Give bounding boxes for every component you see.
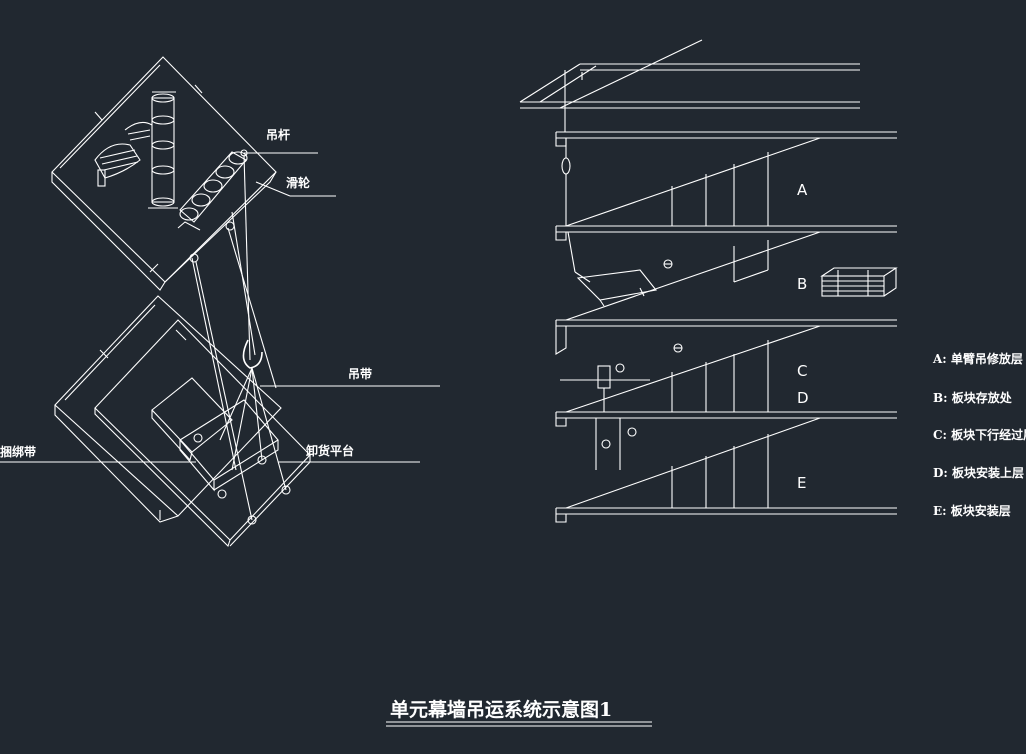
label-sling: 吊带 — [348, 366, 372, 381]
cargo-panel — [151, 377, 291, 525]
legend-item-d: D: 板块安装上层 — [933, 465, 1024, 480]
stacked-panels-icon — [820, 267, 898, 297]
legend-item-e: E: 板块安装层 — [933, 503, 1011, 518]
legend-item-c: C: 板块下行经过层面 — [933, 427, 1026, 442]
label-unloading-platform: 卸货平台 — [306, 443, 354, 458]
label-boom: 吊杆 — [266, 127, 290, 142]
page-title: 单元幕墙吊运系统示意图1 — [390, 698, 612, 721]
panel-passing-c — [560, 343, 683, 470]
roof-slab — [51, 56, 277, 291]
hook-icon — [219, 339, 287, 491]
hoist-cables — [189, 154, 277, 521]
winch-drum-group — [94, 91, 178, 209]
floor-label-d: D — [797, 389, 809, 407]
floor-label-b: B — [797, 275, 807, 293]
hoist-chain — [561, 138, 576, 273]
label-binding-strap: 捆绑带 — [0, 444, 36, 459]
right-building-section: A B C D E — [519, 39, 898, 523]
legend-item-b: B: 板块存放处 — [933, 390, 1013, 405]
floor-label-c: C — [797, 362, 807, 380]
unloading-platform — [94, 319, 311, 548]
floor-label-a: A — [797, 181, 808, 199]
drawing-title: 单元幕墙吊运系统示意图1 — [386, 698, 652, 727]
lower-floor-slab — [54, 295, 282, 523]
label-pulley: 滑轮 — [286, 175, 311, 190]
floor-slabs — [555, 131, 897, 523]
floor-label-e: E — [797, 474, 806, 492]
panel-trolley-b — [574, 259, 673, 307]
boom-arm — [177, 149, 248, 231]
left-isometric-drawing: 吊杆 滑轮 吊带 卸货平台 捆绑带 — [0, 56, 440, 548]
legend-item-a: A: 单臂吊修放层 — [932, 351, 1023, 366]
columns — [671, 152, 769, 508]
legend: A: 单臂吊修放层 B: 板块存放处 C: 板块下行经过层面 D: 板块安装上层… — [932, 351, 1026, 518]
